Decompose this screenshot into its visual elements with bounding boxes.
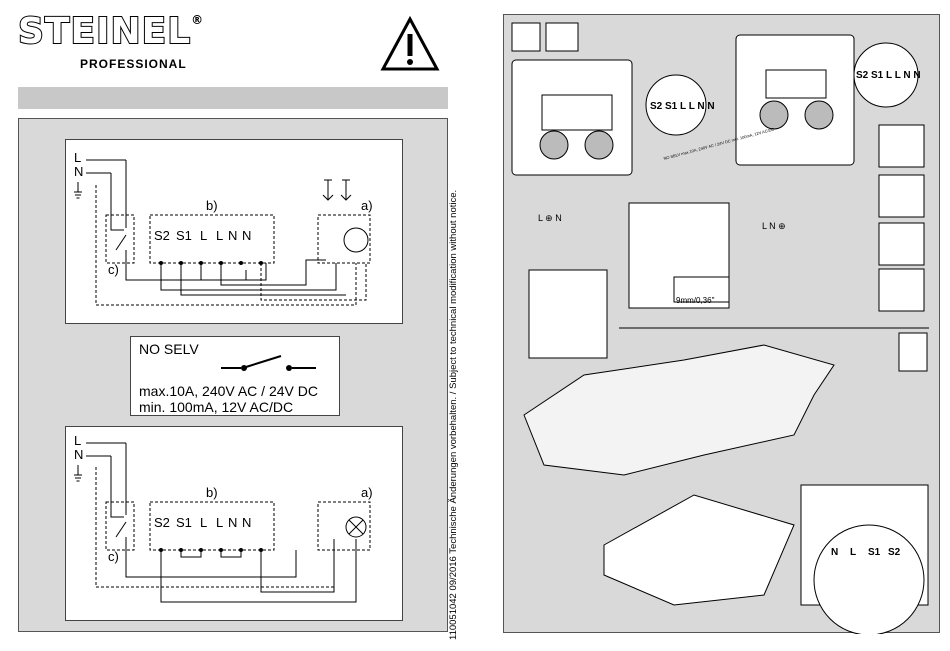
terminal-label: S1: [868, 547, 881, 558]
spec-box: NO SELV max.10A, 240V AC / 24V DC min. 1…: [130, 336, 340, 416]
strip-length-label: 9mm/0,36": [676, 296, 715, 305]
label-b: b): [206, 485, 218, 500]
terminal-label: L: [216, 228, 223, 243]
ln-label-right: L N ⊕: [762, 221, 786, 231]
terminal-label: L: [850, 547, 856, 558]
spec-line-1: max.10A, 240V AC / 24V DC: [139, 383, 318, 399]
document-code-note: 110051042 09/2016 Technische Änderungen …: [448, 189, 459, 640]
terminal-label-right: S2 S1 L L N N: [856, 70, 921, 81]
wiring-diagram-lamp: L N a) b) c) S2 S1 L L N N: [65, 426, 403, 621]
terminal-label: N: [228, 515, 237, 530]
terminal-label: L: [200, 228, 207, 243]
terminal-label: S2: [154, 228, 170, 243]
label-c: c): [108, 262, 119, 277]
switch-icon: [221, 355, 316, 371]
terminal-label: L: [200, 515, 207, 530]
terminal-label: N: [242, 228, 251, 243]
header-bar: [18, 87, 448, 109]
terminal-label: N: [242, 515, 251, 530]
wiring-diagram-fan: L N a) b) c) S2 S1 L L N N: [65, 139, 403, 324]
ln-label-left: L ⊕ N: [538, 213, 562, 223]
label-c: c): [108, 549, 119, 564]
terminal-label-left: S2 S1 L L N N: [650, 101, 715, 112]
label-a: a): [361, 198, 373, 213]
label-l: L: [74, 150, 81, 165]
terminal-label: S1: [176, 515, 192, 530]
steinel-logo: STEINEL®: [17, 11, 205, 52]
spec-line-2: min. 100mA, 12V AC/DC: [139, 399, 294, 415]
spec-title: NO SELV: [139, 341, 199, 357]
terminal-label: S1: [176, 228, 192, 243]
terminal-label: N: [831, 547, 838, 558]
label-n: N: [74, 447, 83, 462]
label-n: N: [74, 164, 83, 179]
right-panel: S2 S1 L L N N S2 S1 L L N N L ⊕ N L N ⊕ …: [503, 14, 940, 634]
warning-icon: [380, 15, 440, 72]
label-b: b): [206, 198, 218, 213]
terminal-label: N: [228, 228, 237, 243]
label-l: L: [74, 433, 81, 448]
terminal-label: S2: [154, 515, 170, 530]
label-a: a): [361, 485, 373, 500]
terminal-label: L: [216, 515, 223, 530]
logo-subtitle: PROFESSIONAL: [80, 57, 187, 71]
terminal-label: S2: [888, 547, 901, 558]
